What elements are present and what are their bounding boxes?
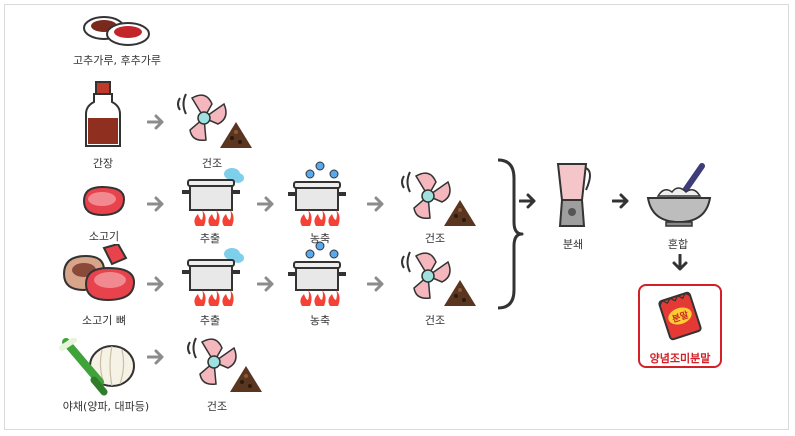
dry-label: 건조 <box>424 232 446 245</box>
extract-label: 추출 <box>199 232 221 245</box>
extraction-pot-icon <box>182 168 244 226</box>
spice-bowls-icon <box>83 16 150 46</box>
concentrate-label: 농축 <box>309 232 331 245</box>
mix-label: 혼합 <box>667 238 689 251</box>
arrow-icon <box>147 114 164 130</box>
dry-label: 건조 <box>201 157 223 170</box>
beef-icon <box>82 185 126 217</box>
arrow-right-icon <box>612 193 629 209</box>
beef-bone-icon <box>62 244 136 302</box>
mixing-bowl-icon <box>646 163 712 227</box>
blender-icon <box>556 163 591 227</box>
concentration-pot-icon <box>288 161 346 226</box>
fan-drying-icon <box>401 171 476 226</box>
fan-drying-icon <box>177 93 252 148</box>
dry-label: 건조 <box>424 314 446 327</box>
extraction-pot-icon <box>182 248 244 306</box>
beef-bone-label: 소고기 뼈 <box>82 314 126 327</box>
dry-label: 건조 <box>206 400 228 413</box>
grind-label: 분쇄 <box>562 238 584 251</box>
arrow-down-icon <box>672 254 688 271</box>
soy-sauce-bottle-icon <box>85 81 121 147</box>
extract-label: 추출 <box>199 314 221 327</box>
arrow-right-icon <box>519 193 536 209</box>
vegetable-icon <box>59 338 135 396</box>
arrow-icon <box>147 276 164 292</box>
merge-bracket <box>497 158 524 310</box>
concentrate-label: 농축 <box>309 314 331 327</box>
fan-drying-icon <box>187 337 262 392</box>
vegetable-label: 야채(양파, 대파등) <box>62 400 150 413</box>
arrow-icon <box>147 349 164 365</box>
product-label: 양념조미분말 <box>649 352 711 365</box>
fan-drying-icon <box>401 251 476 306</box>
beef-label: 소고기 <box>88 230 120 243</box>
arrow-icon <box>257 196 274 212</box>
arrow-icon <box>257 276 274 292</box>
seasoning-packet-icon: 분말 <box>658 291 702 341</box>
concentration-pot-icon <box>288 241 346 306</box>
arrow-icon <box>147 196 164 212</box>
arrow-icon <box>367 196 384 212</box>
soy-sauce-label: 간장 <box>92 157 114 170</box>
arrow-icon <box>367 276 384 292</box>
spice-label: 고추가루, 후추가루 <box>73 54 161 67</box>
diagram-frame <box>4 4 789 430</box>
